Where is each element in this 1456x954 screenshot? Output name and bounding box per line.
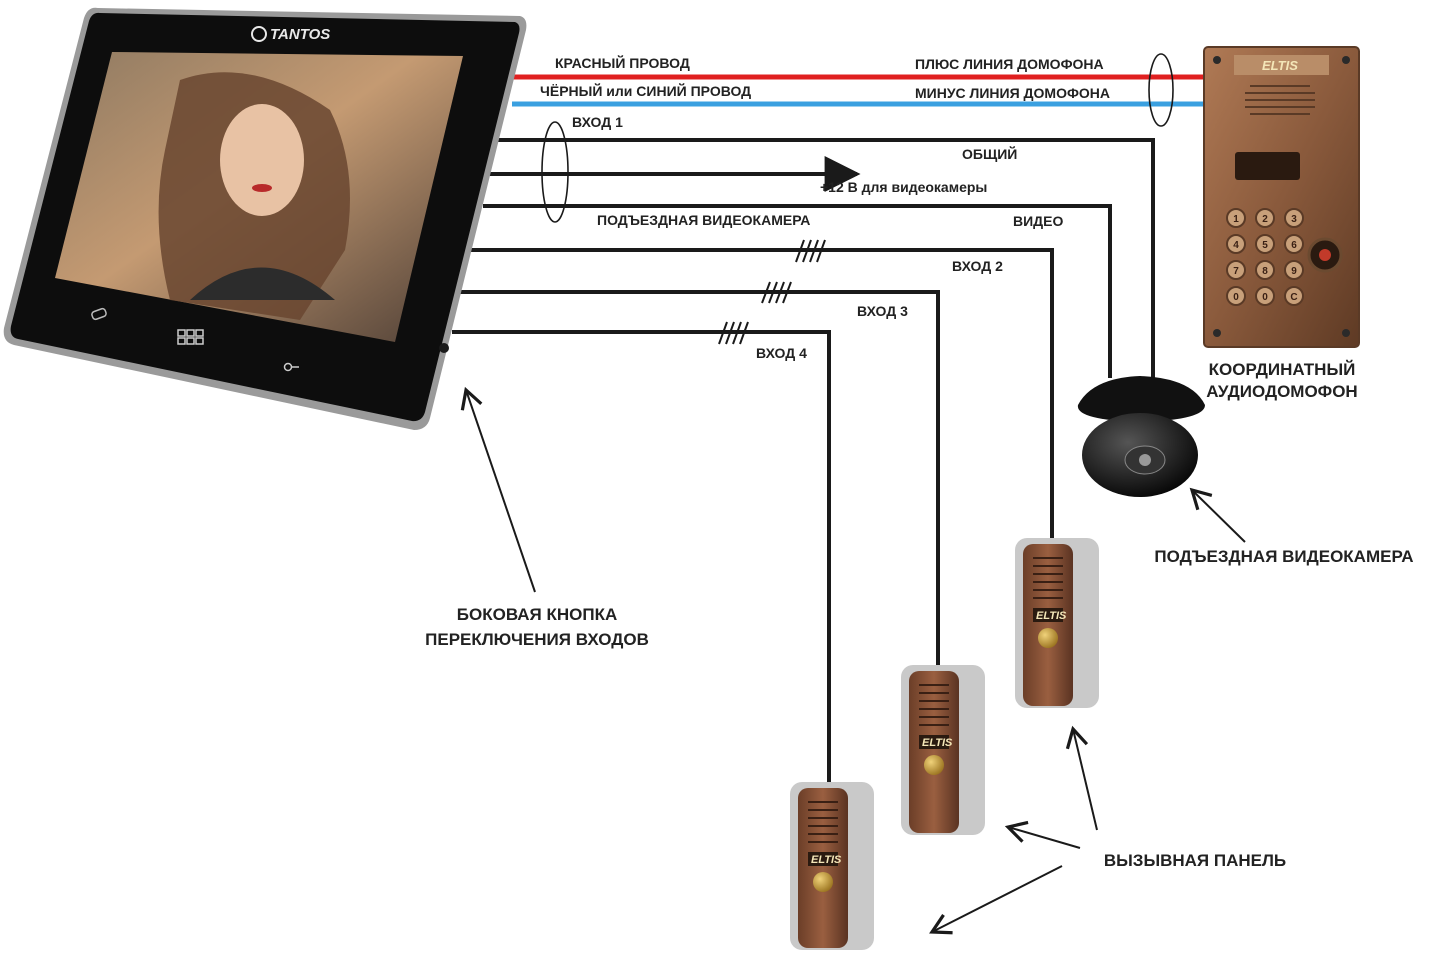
common-label: ОБЩИЙ bbox=[962, 145, 1017, 162]
keypad-key bbox=[1255, 234, 1275, 254]
panel-arrow-1 bbox=[1065, 725, 1098, 831]
pointer-arrows bbox=[460, 386, 1246, 935]
key-button-icon[interactable] bbox=[283, 362, 300, 372]
keypad-key bbox=[1284, 260, 1304, 280]
side-button-label-2: ПЕРЕКЛЮЧЕНИЯ ВХОДОВ bbox=[425, 630, 649, 649]
minus-line-label: МИНУС ЛИНИЯ ДОМОФОНА bbox=[915, 85, 1110, 101]
intercom-brand: ELTIS bbox=[1262, 58, 1298, 73]
input3-label: ВХОД 3 bbox=[857, 303, 908, 319]
svg-text:ELTIS: ELTIS bbox=[1036, 610, 1067, 622]
camera-arrow bbox=[1189, 487, 1246, 543]
keypad-key bbox=[1226, 208, 1246, 228]
call-panel-3: ELTIS bbox=[790, 782, 874, 950]
svg-text:ELTIS: ELTIS bbox=[922, 737, 953, 749]
intercom-label-2: АУДИОДОМОФОН bbox=[1206, 382, 1357, 401]
keypad-key-label: 6 bbox=[1291, 240, 1297, 251]
input4-label: ВХОД 4 bbox=[756, 345, 807, 361]
audio-intercom-panel: ELTIS 1 2 3 4 5 6 7 8 9 0 0 C bbox=[1203, 46, 1360, 348]
keypad-key bbox=[1284, 208, 1304, 228]
keypad-key bbox=[1284, 286, 1304, 306]
keypad-key bbox=[1284, 234, 1304, 254]
side-button-label-1: БОКОВАЯ КНОПКА bbox=[457, 605, 617, 624]
power-label: +12 В для видеокамеры bbox=[820, 179, 987, 195]
keypad-key-label: 0 bbox=[1262, 292, 1268, 303]
video-monitor: TANTOS bbox=[3, 7, 527, 430]
keypad-key-label: 1 bbox=[1233, 214, 1239, 225]
keypad-key-label: 9 bbox=[1291, 266, 1297, 277]
monitor-logo-icon bbox=[251, 26, 267, 42]
intercom-button-icon[interactable] bbox=[91, 307, 107, 321]
input2-wire bbox=[470, 248, 1054, 550]
keypad-key-label: 7 bbox=[1233, 266, 1239, 277]
menu-button-icon[interactable] bbox=[177, 329, 204, 345]
plus-line-label: ПЛЮС ЛИНИЯ ДОМОФОНА bbox=[915, 56, 1104, 72]
call-panel-label: ВЫЗЫВНАЯ ПАНЕЛЬ bbox=[1104, 851, 1286, 870]
video-wire bbox=[483, 204, 1112, 378]
bundle-ellipse-left bbox=[541, 121, 569, 223]
call-panel-2: ELTIS bbox=[901, 665, 985, 835]
keypad-key bbox=[1226, 234, 1246, 254]
side-button-arrow bbox=[460, 386, 536, 593]
input3-wire bbox=[460, 290, 940, 668]
keypad-key-label: 4 bbox=[1233, 240, 1239, 251]
svg-text:ELTIS: ELTIS bbox=[811, 854, 842, 866]
call-button bbox=[813, 872, 833, 892]
keypad-key bbox=[1226, 286, 1246, 306]
black-blue-wire-label: ЧЁРНЫЙ или СИНИЙ ПРОВОД bbox=[540, 82, 751, 99]
call-button bbox=[1038, 628, 1058, 648]
keypad-key-label: C bbox=[1290, 292, 1297, 303]
red-wire-label: КРАСНЫЙ ПРОВОД bbox=[555, 54, 690, 71]
call-button bbox=[924, 755, 944, 775]
speaker-grille bbox=[1245, 85, 1315, 115]
keypad-key-label: 3 bbox=[1291, 214, 1297, 225]
intercom-keypad: 1 2 3 4 5 6 7 8 9 0 0 C bbox=[1226, 208, 1304, 306]
keypad-key bbox=[1255, 286, 1275, 306]
keypad-key bbox=[1255, 260, 1275, 280]
hash-marks bbox=[718, 239, 826, 345]
intercom-label-1: КООРДИНАТНЫЙ bbox=[1209, 360, 1356, 379]
keypad-key-label: 5 bbox=[1262, 240, 1268, 251]
panel-arrow-3 bbox=[929, 865, 1063, 935]
input2-label: ВХОД 2 bbox=[952, 258, 1003, 274]
input1-common-wire bbox=[495, 138, 1155, 388]
input1-label: ВХОД 1 bbox=[572, 114, 623, 130]
video-label: ВИДЕО bbox=[1013, 213, 1063, 229]
keypad-key-label: 2 bbox=[1262, 214, 1268, 225]
input4-wire bbox=[452, 330, 831, 790]
keypad-key bbox=[1255, 208, 1275, 228]
keypad-key bbox=[1226, 260, 1246, 280]
screen-image bbox=[158, 72, 350, 320]
dome-camera bbox=[1077, 376, 1205, 497]
monitor-brand: TANTOS bbox=[270, 26, 330, 43]
call-panel-1: ELTIS bbox=[1015, 538, 1099, 708]
camera-label: ПОДЪЕЗДНАЯ ВИДЕОКАМЕРА bbox=[1154, 547, 1413, 566]
wires bbox=[452, 53, 1203, 790]
bundle-ellipse-right bbox=[1148, 53, 1174, 127]
panel-arrow-2 bbox=[1004, 820, 1081, 849]
keypad-key-label: 0 bbox=[1233, 292, 1239, 303]
side-switch-button[interactable] bbox=[439, 343, 449, 353]
keypad-key-label: 8 bbox=[1262, 266, 1268, 277]
camera-wire-label: ПОДЪЕЗДНАЯ ВИДЕОКАМЕРА bbox=[597, 212, 810, 228]
intercom-display bbox=[1235, 152, 1300, 180]
